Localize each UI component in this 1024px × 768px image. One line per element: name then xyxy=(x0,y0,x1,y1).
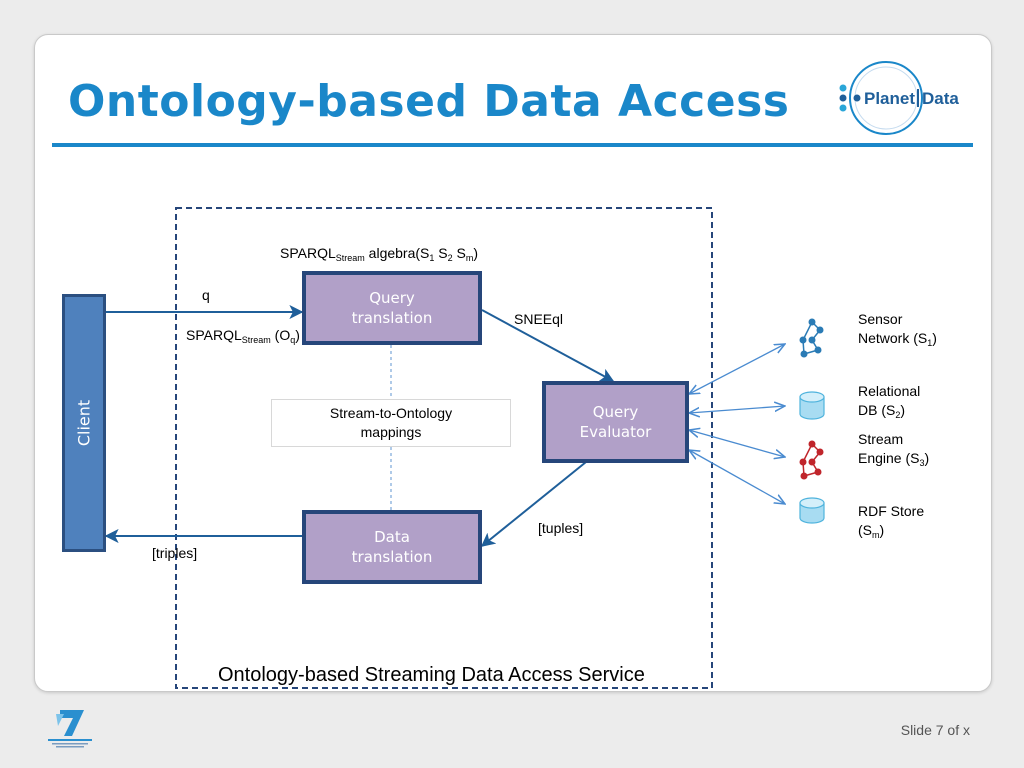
query-translation-line1: Query xyxy=(369,289,415,307)
data-translation-box: Data translation xyxy=(302,510,482,584)
database-icon xyxy=(799,391,825,420)
client-bar xyxy=(62,294,106,552)
query-q-label: q xyxy=(202,287,210,303)
data-translation-line1: Data xyxy=(374,528,410,546)
arrow-evaluator-stream-engine xyxy=(689,430,785,457)
planet-data-logo: Planet Data xyxy=(839,61,959,135)
query-translation-box: Query translation xyxy=(302,271,482,345)
logo-text-data: Data xyxy=(922,89,959,108)
sparql-algebra-label: SPARQLStream algebra(S1 S2 Sm) xyxy=(280,245,479,263)
arrow-evaluator-to-data-translation xyxy=(480,461,587,547)
source-label-rdf-store: RDF Store (Sm) xyxy=(858,503,925,540)
query-translation-line2: translation xyxy=(351,309,433,327)
tuples-label: [tuples] xyxy=(538,520,584,536)
arrow-evaluator-sensor-network xyxy=(689,344,785,394)
slide-number: Slide 7 of x xyxy=(900,722,970,738)
source-label-relational-db: Relational DB (S2) xyxy=(858,383,921,420)
service-label: Ontology-based Streaming Data Access Ser… xyxy=(218,664,645,686)
sparql-stream-query-label: SPARQLStream (Oq) xyxy=(186,327,300,345)
source-label-stream-engine: Stream Engine (S3) xyxy=(858,431,930,468)
stream-engine-icon xyxy=(799,440,824,480)
arrow-evaluator-relational-db xyxy=(689,406,785,413)
sneeql-label: SNEEql xyxy=(514,311,564,327)
fp7-logo xyxy=(48,710,92,748)
arrow-query-translation-to-evaluator xyxy=(481,309,615,382)
page-title: Ontology-based Data Access xyxy=(68,76,790,127)
arrow-evaluator-rdf-store xyxy=(689,450,785,504)
query-evaluator-line1: Query xyxy=(592,403,639,421)
title-divider xyxy=(52,143,973,147)
sensor-network-icon xyxy=(799,318,824,358)
client-label: Client xyxy=(74,399,94,447)
mapping-line2: mappings xyxy=(360,424,422,440)
data-translation-line2: translation xyxy=(351,548,433,566)
logo-text-planet: Planet xyxy=(864,89,915,108)
source-label-sensor-network: Sensor Network (S1) xyxy=(858,311,937,348)
mapping-box: Stream-to-Ontology mappings xyxy=(271,399,511,447)
triples-label: [triples] xyxy=(152,545,198,561)
query-evaluator-line2: Evaluator xyxy=(579,423,652,441)
query-evaluator-box: Query Evaluator xyxy=(542,381,689,463)
mapping-line1: Stream-to-Ontology xyxy=(329,405,453,421)
rdf-store-icon xyxy=(799,497,825,524)
